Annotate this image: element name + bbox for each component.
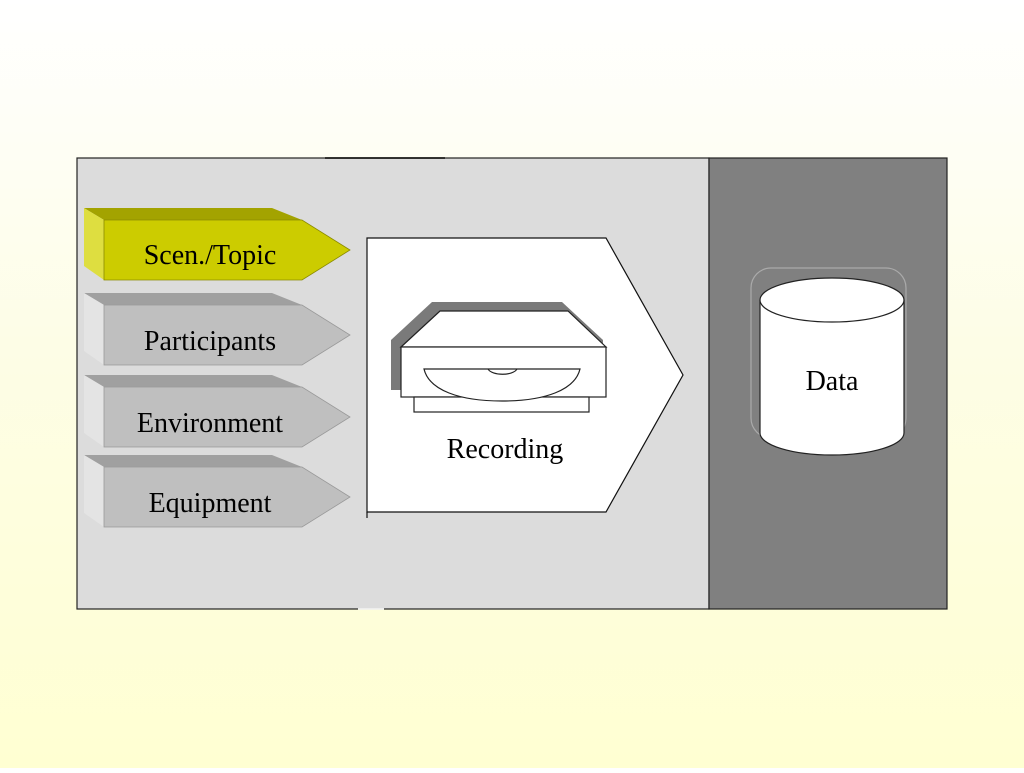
input-tab-label: Environment — [137, 408, 283, 439]
input-tab-scenario[interactable]: Scen./Topic — [84, 208, 351, 281]
input-tab-participants[interactable]: Participants — [84, 293, 351, 366]
recording-process[interactable]: Recording — [366, 237, 684, 518]
input-tab-label: Equipment — [149, 488, 272, 519]
recording-label: Recording — [447, 434, 564, 465]
database-cylinder-icon — [759, 277, 905, 456]
disc-drive-icon — [391, 302, 608, 413]
input-tab-equipment[interactable]: Equipment — [84, 455, 351, 528]
data-store[interactable]: Data — [750, 267, 907, 456]
input-tab-label: Participants — [144, 326, 276, 357]
input-tab-environment[interactable]: Environment — [84, 375, 351, 448]
data-label: Data — [806, 366, 859, 397]
input-tab-label: Scen./Topic — [144, 240, 277, 271]
